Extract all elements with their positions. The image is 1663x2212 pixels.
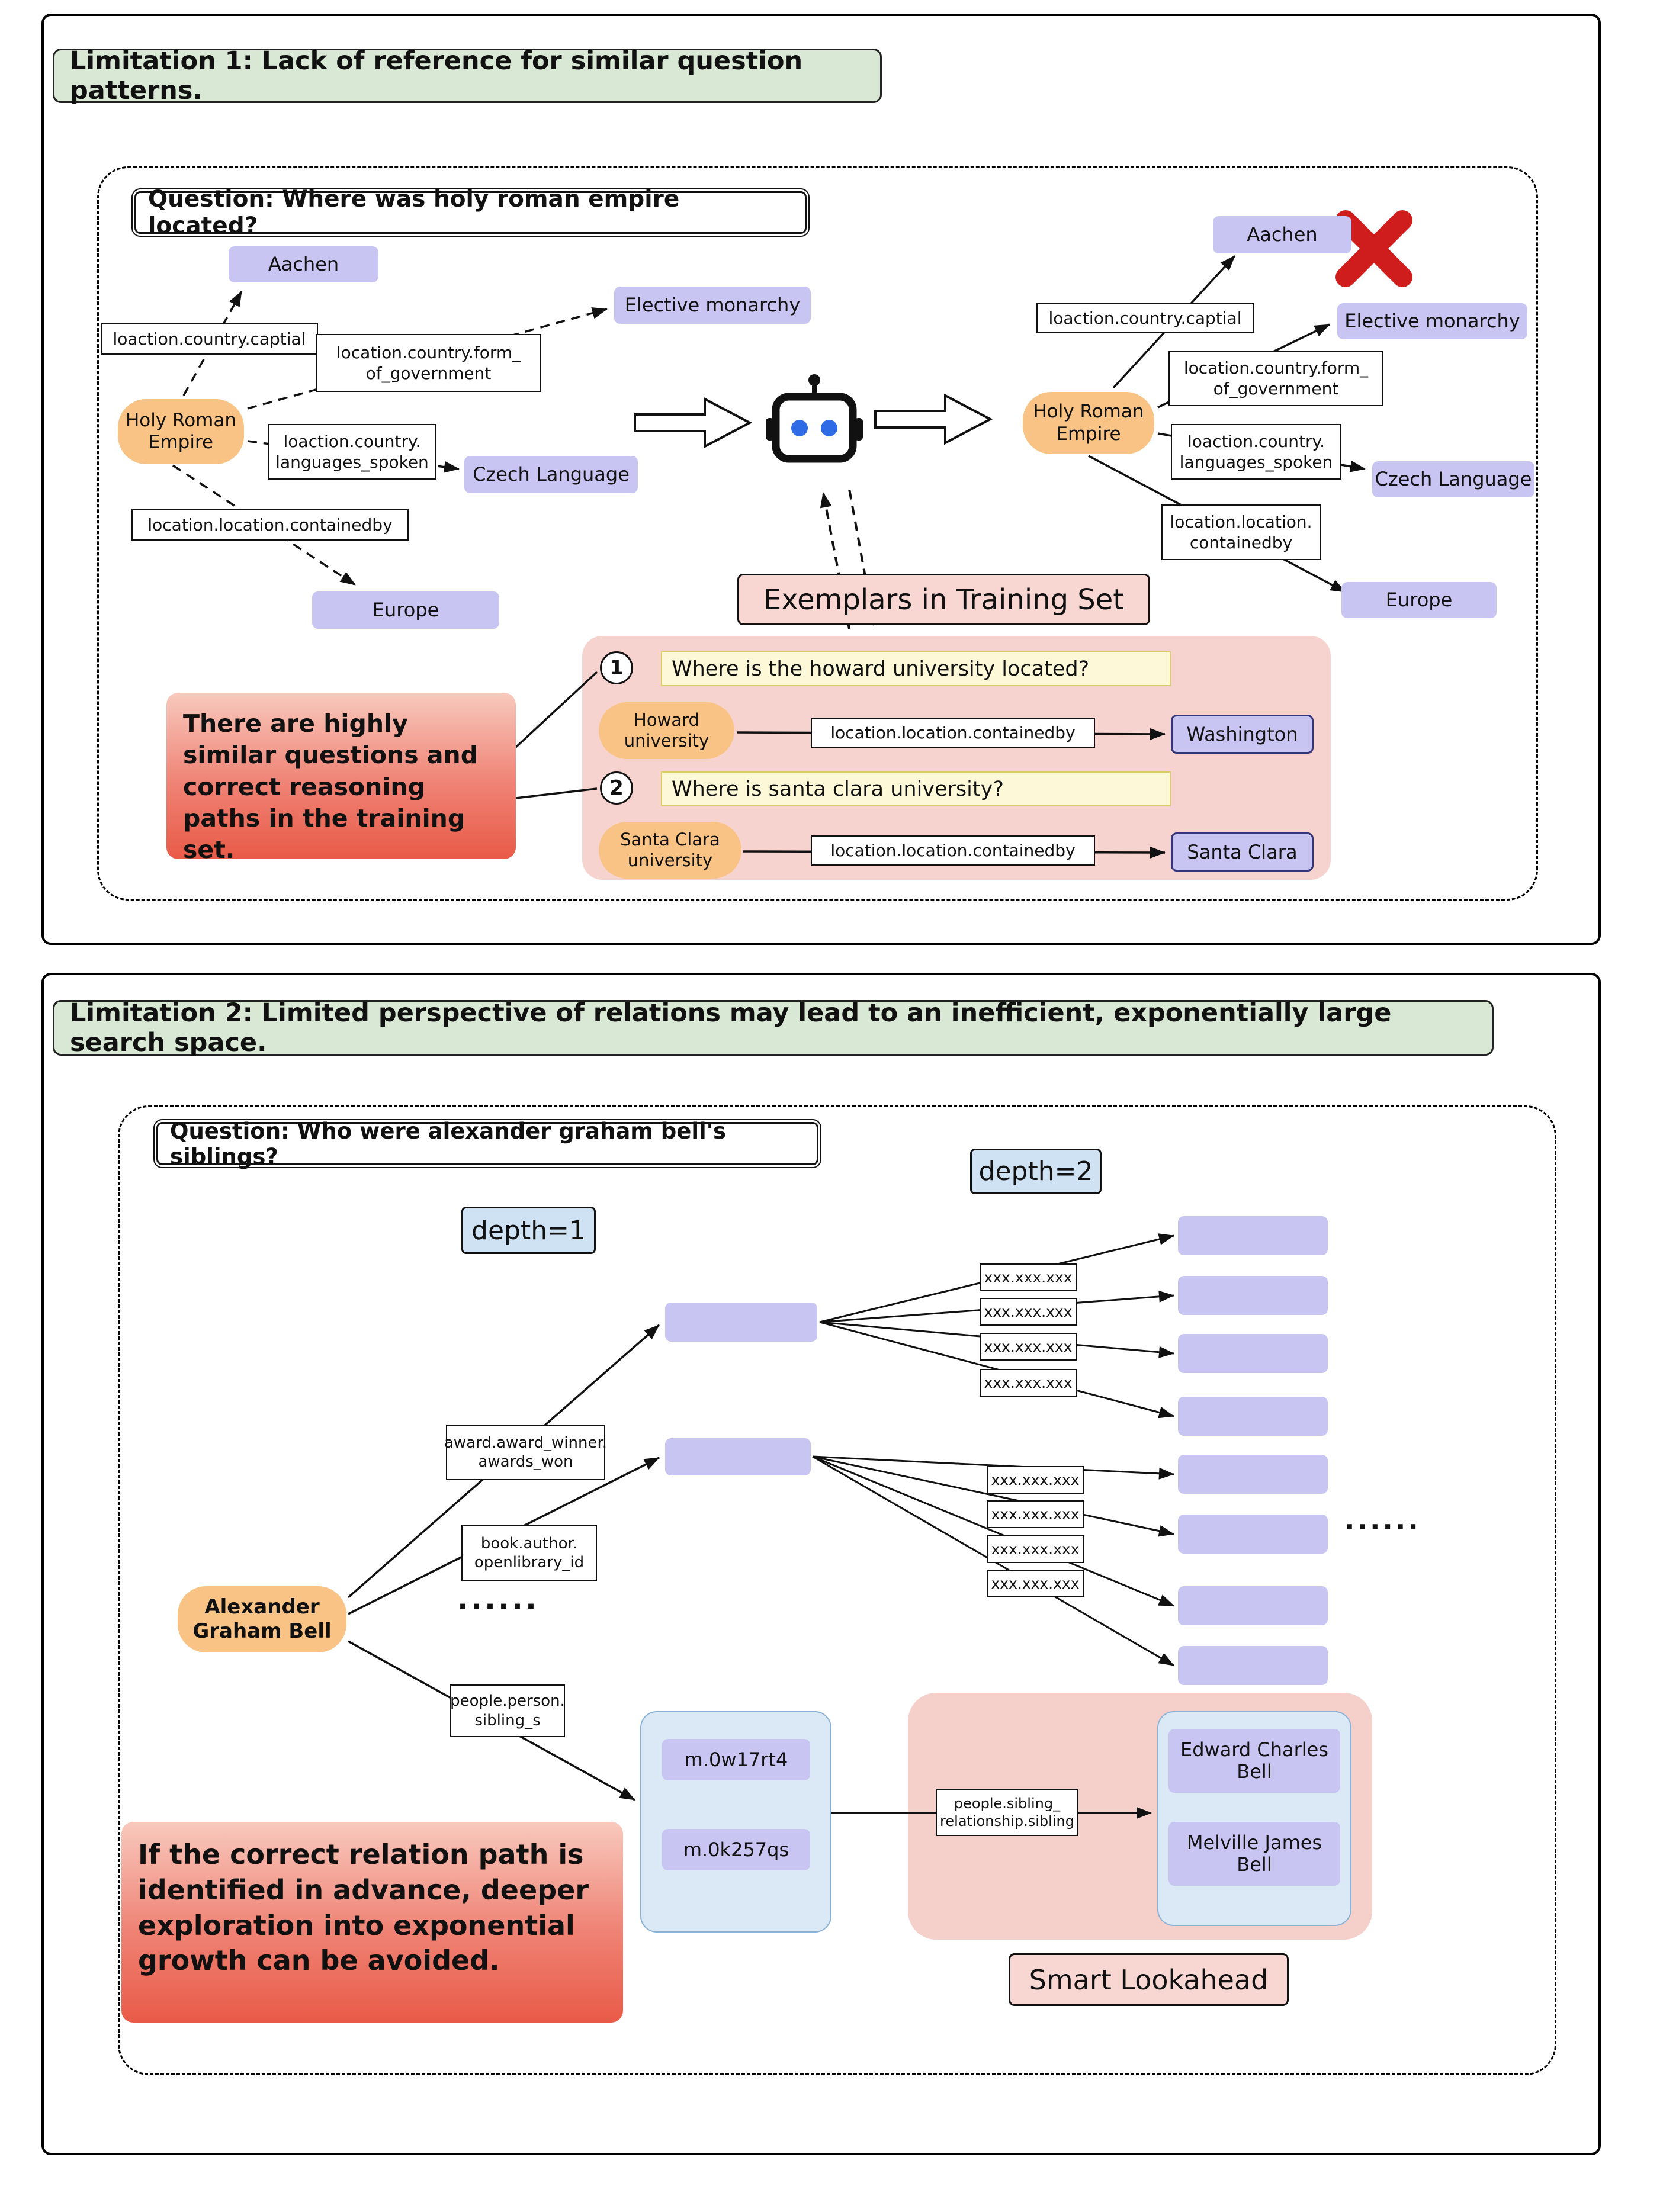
exemplar2-question: Where is santa clara university?	[661, 771, 1171, 806]
question1-box: Question: Where was holy roman empire lo…	[131, 186, 810, 239]
edge-government-right: location.country.form_ of_government	[1168, 351, 1383, 406]
edge-containedby-left: location.location.containedby	[131, 509, 409, 541]
edge-xxx: xxx.xxx.xxx	[987, 1570, 1084, 1597]
node-elective-monarchy-left: Elective monarchy	[614, 287, 811, 324]
depth2-node	[1178, 1455, 1328, 1494]
edge-containedby-right: location.location. containedby	[1161, 504, 1321, 560]
smart-lookahead-label: Smart Lookahead	[1009, 1953, 1289, 2006]
depth2-node	[1178, 1646, 1328, 1685]
edge-languages-left: loaction.country. languages_spoken	[268, 424, 436, 480]
node-aachen-right: Aachen	[1213, 216, 1351, 253]
limitation2-diagram-area	[118, 1105, 1556, 2075]
node-elective-monarchy-right: Elective monarchy	[1337, 303, 1527, 339]
edge-xxx: xxx.xxx.xxx	[987, 1466, 1084, 1494]
red-x-icon	[1335, 210, 1412, 287]
node-melville-james-bell: Melville James Bell	[1168, 1822, 1340, 1886]
edge-languages-right: loaction.country. languages_spoken	[1171, 424, 1341, 480]
edge-capital-right: loaction.country.captial	[1036, 303, 1254, 333]
depth2-label: depth=2	[970, 1149, 1102, 1194]
limitation1-diagram-area	[97, 166, 1538, 901]
node-alexander-graham-bell: Alexander Graham Bell	[178, 1586, 346, 1652]
node-mid2: m.0k257qs	[662, 1829, 810, 1870]
exemplar2-number-badge: 2	[600, 771, 633, 805]
node-europe-right: Europe	[1341, 582, 1497, 618]
depth2-ellipsis: ......	[1344, 1504, 1421, 1536]
edge-xxx: xxx.xxx.xxx	[987, 1535, 1084, 1563]
depth2-node	[1178, 1515, 1328, 1554]
edge-xxx: xxx.xxx.xxx	[980, 1298, 1077, 1326]
node-czech-language-left: Czech Language	[464, 456, 638, 493]
node-mid1: m.0w17rt4	[662, 1739, 810, 1780]
depth2-node	[1178, 1397, 1328, 1436]
block-arrow-icon	[634, 397, 753, 449]
edge-openlibrary-id: book.author. openlibrary_id	[461, 1525, 597, 1581]
depth2-node	[1178, 1586, 1328, 1625]
exemplar1-number-badge: 1	[600, 651, 633, 684]
edge-government-left: location.country.form_ of_government	[316, 334, 541, 392]
question2-box: Question: Who were alexander graham bell…	[153, 1118, 821, 1169]
depth2-node	[1178, 1334, 1328, 1373]
limitation2-title: Limitation 2: Limited perspective of rel…	[53, 998, 1494, 1057]
edge-xxx: xxx.xxx.xxx	[980, 1263, 1077, 1291]
node-czech-language-right: Czech Language	[1372, 461, 1534, 497]
node-holy-roman-empire-right: Holy Roman Empire	[1023, 392, 1154, 454]
limitation1-note: There are highly similar questions and c…	[166, 693, 516, 864]
depth1-node-a	[665, 1303, 817, 1342]
exemplar2-relation: location.location.containedby	[811, 835, 1095, 866]
edge-awards-won: award.award_winner. awards_won	[444, 1425, 607, 1480]
edge-sibling-relationship: people.sibling_ relationship.sibling	[936, 1789, 1078, 1836]
edge-xxx: xxx.xxx.xxx	[987, 1500, 1084, 1528]
exemplar1-answer: Washington	[1171, 715, 1314, 754]
exemplar2-entity: Santa Clara university	[599, 822, 741, 879]
depth1-label: depth=1	[461, 1207, 596, 1254]
exemplars-label: Exemplars in Training Set	[737, 574, 1150, 625]
exemplar1-relation: location.location.containedby	[811, 718, 1095, 748]
node-holy-roman-empire-left: Holy Roman Empire	[118, 399, 244, 464]
node-europe-left: Europe	[312, 591, 499, 629]
node-edward-charles-bell: Edward Charles Bell	[1168, 1729, 1340, 1793]
limitation2-note: If the correct relation path is identifi…	[121, 1822, 623, 2023]
edge-xxx: xxx.xxx.xxx	[980, 1333, 1077, 1361]
edge-capital-left: loaction.country.captial	[101, 323, 318, 355]
depth2-node	[1178, 1276, 1328, 1315]
depth1-node-b	[665, 1438, 811, 1475]
limitation1-title: Limitation 1: Lack of reference for simi…	[53, 46, 882, 105]
exemplar1-question: Where is the howard university located?	[661, 651, 1171, 686]
edge-xxx: xxx.xxx.xxx	[980, 1369, 1077, 1397]
robot-icon	[761, 372, 868, 484]
exemplar2-answer: Santa Clara	[1171, 832, 1314, 872]
depth2-node	[1178, 1216, 1328, 1255]
node-aachen-left: Aachen	[229, 246, 378, 282]
block-arrow-icon	[874, 393, 993, 445]
edge-person-sibling: people.person. sibling_s	[450, 1684, 565, 1737]
relations-ellipsis: ......	[457, 1582, 539, 1616]
exemplar1-entity: Howard university	[599, 702, 734, 759]
